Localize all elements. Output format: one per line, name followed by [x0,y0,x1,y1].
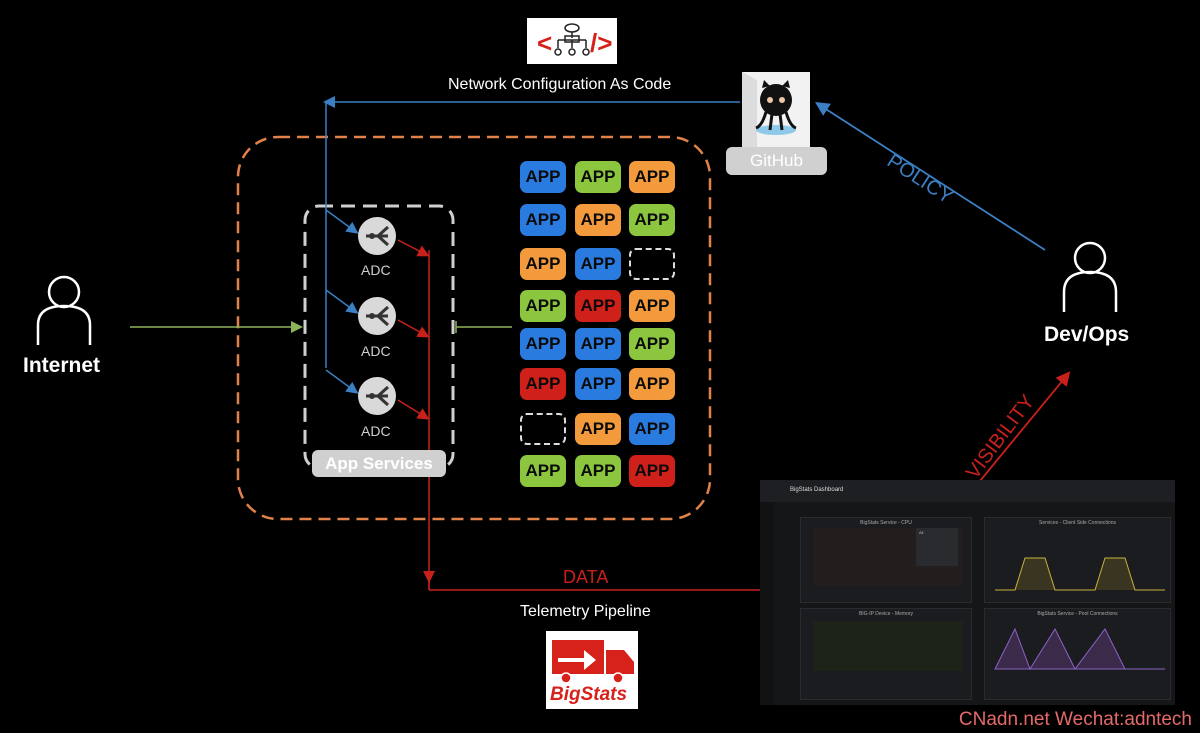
app-tile[interactable]: APP [575,204,621,236]
app-tile[interactable]: APP [575,290,621,322]
dashboard-panel: BIG-IP Device - Memory [800,608,972,700]
app-tile[interactable]: APP [629,204,675,236]
adc-icon[interactable] [358,217,396,255]
devops-label: Dev/Ops [1044,323,1130,346]
devops-person-icon [1062,241,1118,312]
app-tile[interactable]: APP [575,368,621,400]
app-tile[interactable]: APP [520,161,566,193]
bigstats-dashboard[interactable]: BigStats Dashboard BigStats Service - CP… [760,480,1175,705]
watermark: CNadn.net Wechat:adntech [958,709,1192,730]
app-tile[interactable]: APP [575,248,621,280]
adc3-data [397,399,430,420]
adc-icon[interactable] [358,297,396,335]
app-slot-empty[interactable] [629,248,675,280]
app-tile[interactable]: APP [520,455,566,487]
app-tile[interactable]: APP [629,413,675,445]
app-tile[interactable]: APP [520,248,566,280]
bigstats-truck-icon [546,631,638,709]
adc-label: ADC [361,262,391,278]
telemetry-label: Telemetry Pipeline [520,603,651,620]
app-tile[interactable]: APP [575,413,621,445]
config-as-code-icon: < /> [527,18,617,64]
app-tile[interactable]: APP [575,328,621,360]
config-to-adc3 [325,369,359,394]
dashboard-sidebar [760,502,774,705]
app-tile[interactable]: APP [629,290,675,322]
svg-text:/>: /> [590,28,612,58]
data-label: DATA [563,567,609,587]
app-tile[interactable]: APP [520,328,566,360]
app-tile[interactable]: APP [520,368,566,400]
dashboard-dropdown[interactable]: All [916,528,958,566]
internet-person-icon [36,275,92,345]
adc1-data [397,239,430,257]
config-to-adc1 [325,209,359,234]
github-badge[interactable]: GitHub [726,147,827,175]
svg-text:<: < [537,28,552,58]
dashboard-title: BigStats Dashboard [790,487,844,493]
app-tile[interactable]: APP [575,161,621,193]
network-config-label: Network Configuration As Code [448,76,672,93]
dashboard-toolbar: BigStats Dashboard [760,480,1175,502]
app-tile[interactable]: APP [629,161,675,193]
app-slot-empty[interactable] [520,413,566,445]
app-tile[interactable]: APP [575,455,621,487]
github-octocat-icon [742,72,810,150]
dashboard-panel: Services - Client Side Connections [984,517,1171,603]
app-tile[interactable]: APP [629,455,675,487]
adc-label: ADC [361,343,391,359]
infrastructure-boundary [236,135,712,521]
bigstats-label: BigStats [550,684,628,705]
config-to-adc2 [325,289,359,314]
policy-arrow [814,102,1046,251]
adc2-data [397,319,430,338]
adc-label: ADC [361,423,391,439]
visibility-arrow [974,371,1071,488]
app-tile[interactable]: APP [629,368,675,400]
adc-icon[interactable] [358,377,396,415]
app-tile[interactable]: APP [520,290,566,322]
internet-label: Internet [23,354,101,377]
app-tile[interactable]: APP [520,204,566,236]
app-tile[interactable]: APP [629,328,675,360]
app-services-badge[interactable]: App Services [312,450,446,477]
dashboard-panel: BigStats Service - Pool Connections [984,608,1171,700]
